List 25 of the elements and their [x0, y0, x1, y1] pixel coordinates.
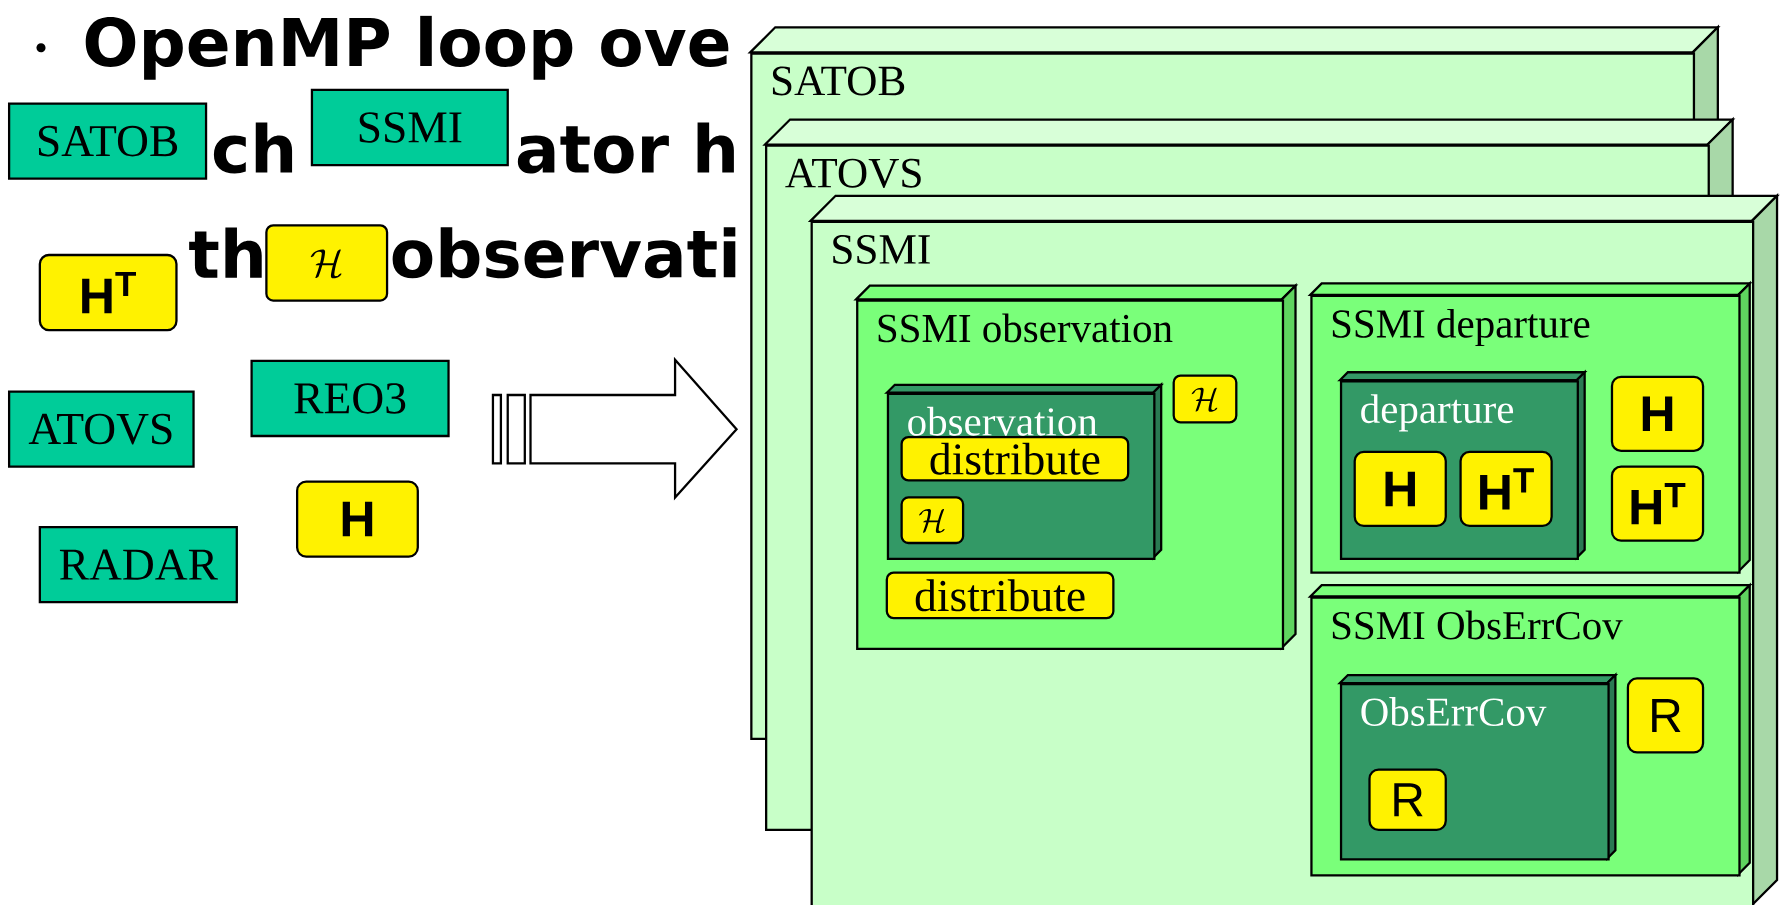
slide-text: th: [189, 227, 262, 278]
operator-box: $\mathcal{H}$: [900, 496, 965, 545]
slide-text: ch: [213, 122, 293, 174]
operator-box: R: [1626, 677, 1705, 754]
slide-text: OpenMP loop ove: [85, 15, 729, 80]
name-box: SATOB: [7, 102, 208, 180]
operator-box: H$^{T}$: [1610, 465, 1705, 542]
name-box: SSMI: [310, 88, 509, 167]
operator-box: distribute: [885, 571, 1115, 620]
operator-box: $\mathcal{H}$: [265, 224, 389, 302]
slide-text: ator h: [517, 122, 734, 174]
slide-text: observati: [392, 227, 736, 279]
name-box: ATOVS: [7, 390, 195, 468]
operator-box: distribute: [900, 436, 1130, 482]
name-box: RADAR: [38, 525, 238, 604]
operator-box: H: [1353, 450, 1447, 528]
operator-box: H: [296, 480, 419, 558]
block-arrow: [491, 356, 739, 501]
name-box: REO3: [250, 359, 450, 438]
node-label: SSMI: [833, 234, 930, 265]
operator-box: H$^{T}$: [1459, 450, 1553, 528]
operator-box: R: [1368, 768, 1447, 831]
operator-box: $\mathcal{H}$: [1172, 374, 1238, 424]
operator-box: H$^{T}$: [38, 253, 178, 332]
operator-box: H: [1610, 375, 1705, 452]
